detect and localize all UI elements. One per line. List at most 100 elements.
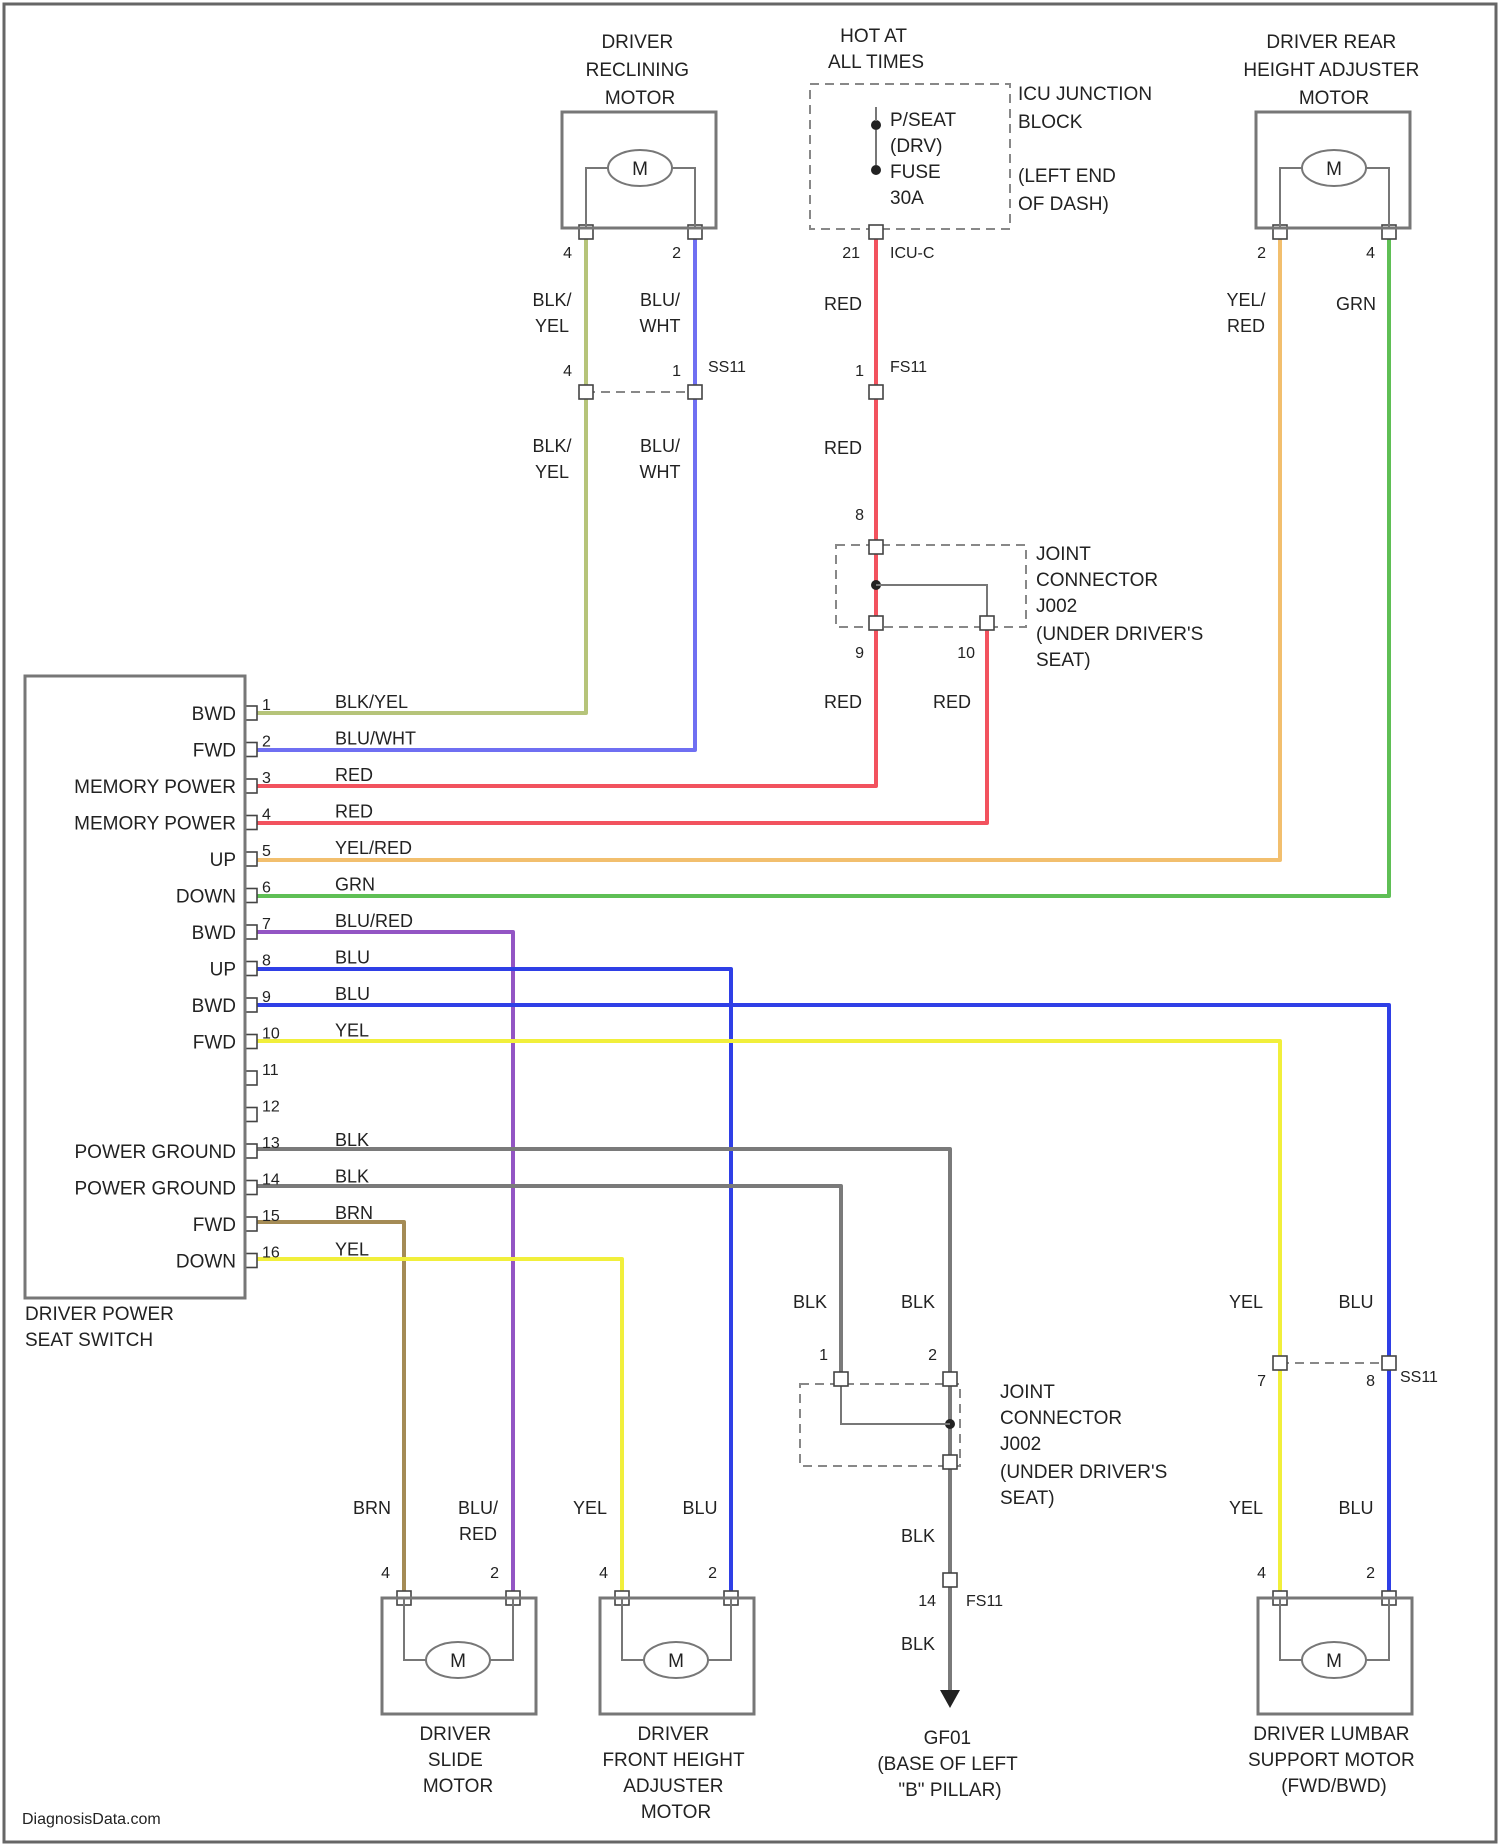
motor-symbol: M [450, 1651, 466, 1672]
pin-number: 8 [1366, 1373, 1375, 1390]
switch-terminal [245, 1071, 257, 1085]
wire-label: BRN [353, 1498, 391, 1518]
wire-label: RED [824, 294, 862, 314]
connector-fs11-label: FS11 [966, 1593, 1003, 1610]
switch-pin-number: 2 [262, 734, 271, 751]
switch-terminal [245, 816, 257, 830]
switch-terminal [245, 852, 257, 866]
switch-pin-function: FWD [193, 1215, 236, 1236]
connector-ss11-label: SS11 [708, 359, 746, 376]
switch-terminal [245, 1254, 257, 1268]
terminal [943, 1372, 957, 1386]
connector-fs11-label: FS11 [890, 359, 927, 376]
switch-pin-wire-color: BLU [335, 984, 370, 1004]
switch-pin-wire-color: BRN [335, 1203, 373, 1223]
pin-number: 2 [1366, 1565, 1375, 1582]
wire-label: YEL [1229, 1292, 1263, 1312]
switch-terminal [245, 779, 257, 793]
terminal [943, 1573, 957, 1587]
wire-label: BLK [793, 1292, 827, 1312]
pin-number: 2 [1257, 245, 1266, 262]
terminal [943, 1455, 957, 1469]
switch-pin-number: 9 [262, 989, 271, 1006]
switch-pin-function: UP [210, 960, 236, 981]
switch-pin-function: DOWN [176, 887, 236, 908]
switch-terminal [245, 1181, 257, 1195]
pin-number: 4 [1366, 245, 1375, 262]
terminal [869, 385, 883, 399]
terminal [869, 540, 883, 554]
terminal [980, 616, 994, 630]
wire-label: RED [824, 438, 862, 458]
switch-pin-function: MEMORY POWER [74, 814, 236, 835]
pin-number: 4 [599, 1565, 608, 1582]
motor-symbol: M [1326, 1651, 1342, 1672]
terminal [834, 1372, 848, 1386]
switch-pin-number: 6 [262, 880, 271, 897]
switch-pin-number: 12 [262, 1099, 280, 1116]
switch-pin-number: 10 [262, 1026, 280, 1043]
wire-label: BLK [901, 1634, 935, 1654]
terminal [869, 225, 883, 239]
switch-pin-function: MEMORY POWER [74, 777, 236, 798]
switch-pin-wire-color: BLU [335, 948, 370, 968]
pin-number: 4 [563, 363, 572, 380]
switch-pin-number: 14 [262, 1172, 280, 1189]
terminal [869, 616, 883, 630]
switch-terminal [245, 998, 257, 1012]
pin-number: 4 [563, 245, 572, 262]
switch-pin-number: 4 [262, 807, 271, 824]
wire-label: RED [824, 692, 862, 712]
switch-pin-number: 16 [262, 1245, 280, 1262]
fuse-dot-bottom [871, 165, 881, 175]
switch-pin-wire-color: BLK [335, 1130, 369, 1150]
switch-pin-wire-color: YEL [335, 1021, 369, 1041]
switch-pin-function: BWD [192, 704, 236, 725]
switch-pin-number: 3 [262, 770, 271, 787]
switch-pin-number: 8 [262, 953, 271, 970]
switch-pin-function: FWD [193, 741, 236, 762]
switch-pin-wire-color: BLU/WHT [335, 729, 416, 749]
wire-label: YEL [1229, 1498, 1263, 1518]
wire-label: BLU [1338, 1292, 1373, 1312]
switch-pin-wire-color: BLK [335, 1167, 369, 1187]
switch-pin-function: BWD [192, 923, 236, 944]
switch-pin-number: 11 [262, 1062, 279, 1079]
watermark: DiagnosisData.com [22, 1811, 161, 1828]
switch-terminal [245, 925, 257, 939]
icu-connector-pin: 21 [842, 245, 860, 262]
switch-terminal [245, 706, 257, 720]
slide-motor-label: DRIVER SLIDE MOTOR [419, 1724, 496, 1797]
pin-number: 2 [708, 1565, 717, 1582]
pin-number: 8 [855, 507, 864, 524]
pin-number: 2 [672, 245, 681, 262]
switch-terminal [245, 1108, 257, 1122]
switch-terminal [245, 743, 257, 757]
switch-pin-function: POWER GROUND [75, 1142, 237, 1163]
icu-connector-name: ICU-C [890, 245, 934, 262]
wire-label: BLK [901, 1292, 935, 1312]
switch-pin-function: FWD [193, 1033, 236, 1054]
wire-label: RED [933, 692, 971, 712]
pin-number: 2 [490, 1565, 499, 1582]
switch-terminal [245, 1144, 257, 1158]
pin-number: 4 [1257, 1565, 1266, 1582]
motor-symbol: M [632, 159, 648, 180]
switch-terminal [245, 962, 257, 976]
terminal [1273, 1356, 1287, 1370]
pin-number: 14 [918, 1593, 936, 1610]
pin-number: 7 [1257, 1373, 1266, 1390]
switch-pin-function: POWER GROUND [75, 1179, 237, 1200]
switch-pin-wire-color: BLU/RED [335, 911, 413, 931]
switch-pin-wire-color: GRN [335, 875, 375, 895]
switch-terminal [245, 1217, 257, 1231]
switch-terminal [245, 889, 257, 903]
wire-label: BLU [682, 1498, 717, 1518]
switch-pin-number: 5 [262, 843, 271, 860]
switch-pin-wire-color: YEL [335, 1240, 369, 1260]
pin-number: 2 [928, 1347, 937, 1364]
switch-pin-function: UP [210, 850, 236, 871]
switch-pin-function: DOWN [176, 1252, 236, 1273]
switch-pin-number: 7 [262, 916, 271, 933]
